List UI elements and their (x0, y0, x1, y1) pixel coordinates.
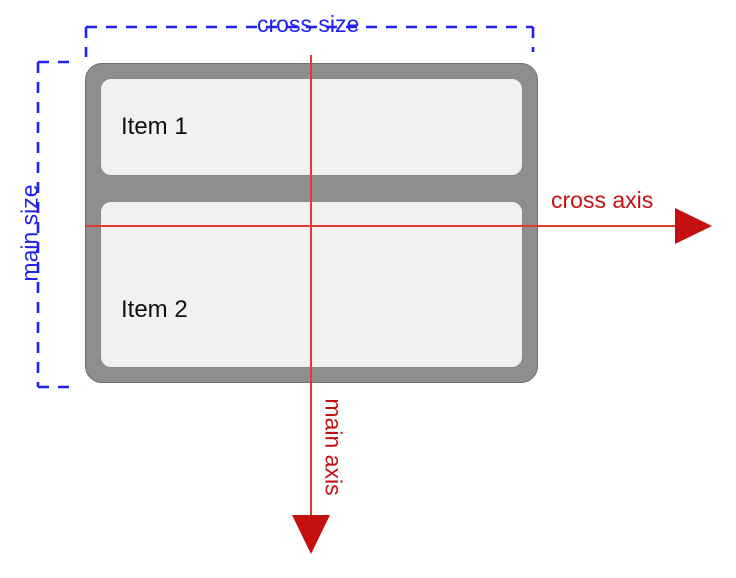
main-axis-arrowhead (292, 515, 330, 554)
cross-axis-label: cross axis (551, 187, 654, 213)
cross-axis-arrow (85, 208, 712, 244)
flex-item-2-label: Item 2 (121, 295, 188, 323)
cross-axis-arrowhead (675, 208, 712, 244)
main-axis-arrow (292, 55, 330, 554)
flex-item-1-label: Item 1 (121, 113, 188, 140)
main-size-label: main size (16, 184, 43, 282)
main-size-bracket (36, 60, 70, 389)
cross-size-label: cross size (257, 11, 360, 37)
main-axis-label: main axis (320, 398, 347, 496)
cross-size-bracket (84, 25, 535, 57)
